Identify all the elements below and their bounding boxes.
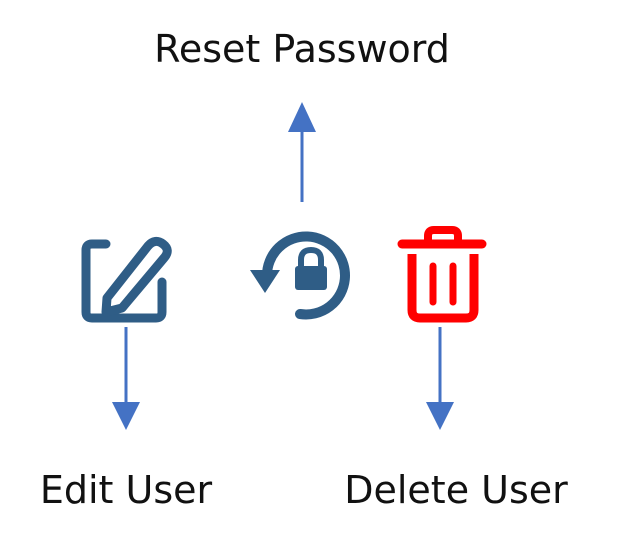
edit-user-label: Edit User	[40, 468, 213, 512]
reset-password-arrow	[288, 102, 316, 202]
reset-password-label: Reset Password	[154, 27, 450, 71]
delete-user-arrow	[426, 327, 454, 430]
edit-user-arrow	[112, 327, 140, 430]
reset-password-icon[interactable]	[250, 231, 350, 320]
delete-user-label: Delete User	[344, 468, 568, 512]
trash-icon[interactable]	[397, 226, 487, 323]
edit-icon[interactable]	[81, 236, 172, 323]
